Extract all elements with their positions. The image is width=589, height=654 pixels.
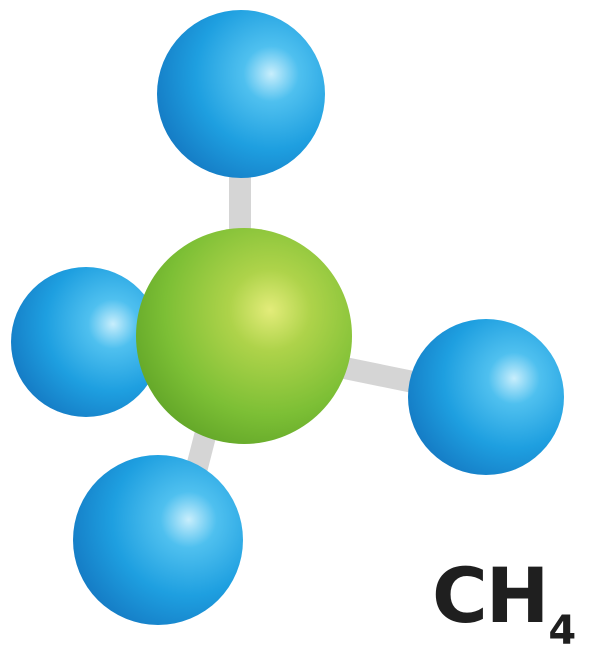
formula-subscript: 4 xyxy=(548,608,577,654)
hydrogen-atom-right xyxy=(408,319,564,475)
hydrogen-atom-left xyxy=(11,267,161,417)
hydrogen-atom-bottom xyxy=(73,455,243,625)
hydrogen-atom-top xyxy=(157,10,325,178)
carbon-atom xyxy=(136,228,352,444)
chemical-formula: CH4 xyxy=(432,551,576,654)
formula-main: CH xyxy=(432,551,549,640)
